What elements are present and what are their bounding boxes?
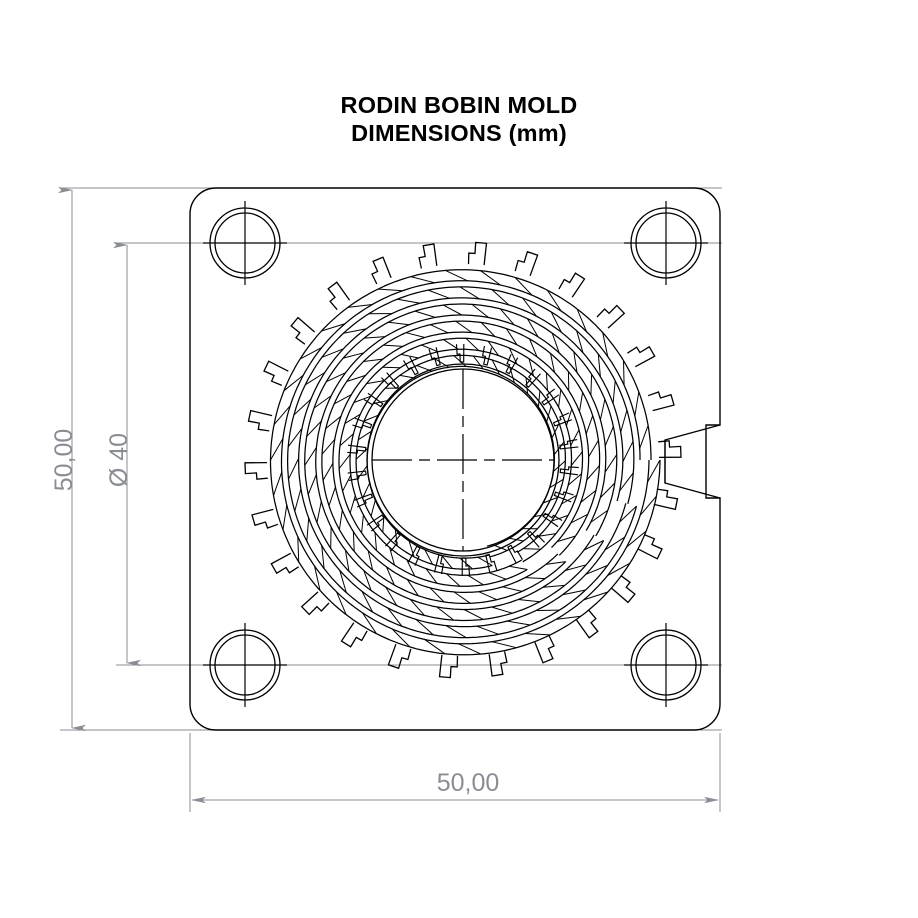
- title-line-2: DIMENSIONS (mm): [351, 119, 567, 146]
- corner-hole-bottom-right: [624, 623, 708, 707]
- corner-hole-top-left: [203, 201, 287, 285]
- title-line-1: RODIN BOBIN MOLD: [340, 92, 578, 118]
- center-crosshair: [372, 369, 554, 551]
- dimension-bore-diameter: Ø 40: [105, 241, 141, 667]
- corner-hole-bottom-left: [203, 623, 287, 707]
- toroidal-coil-pattern: [244, 241, 682, 679]
- corner-hole-top-right: [624, 201, 708, 285]
- dimension-width-overall: 50,00: [191, 769, 719, 804]
- corner-mounting-holes: [203, 201, 708, 707]
- drawing-title-block: RODIN BOBIN MOLD DIMENSIONS (mm): [0, 92, 918, 147]
- mold-plate-outline: [189, 187, 721, 731]
- dimension-height-overall: 50,00: [50, 186, 86, 732]
- dimension-extension-lines: [60, 187, 722, 812]
- dimension-label-bore: Ø 40: [105, 433, 133, 487]
- dimension-label-width: 50,00: [437, 769, 500, 797]
- dimension-label-height: 50,00: [50, 429, 78, 492]
